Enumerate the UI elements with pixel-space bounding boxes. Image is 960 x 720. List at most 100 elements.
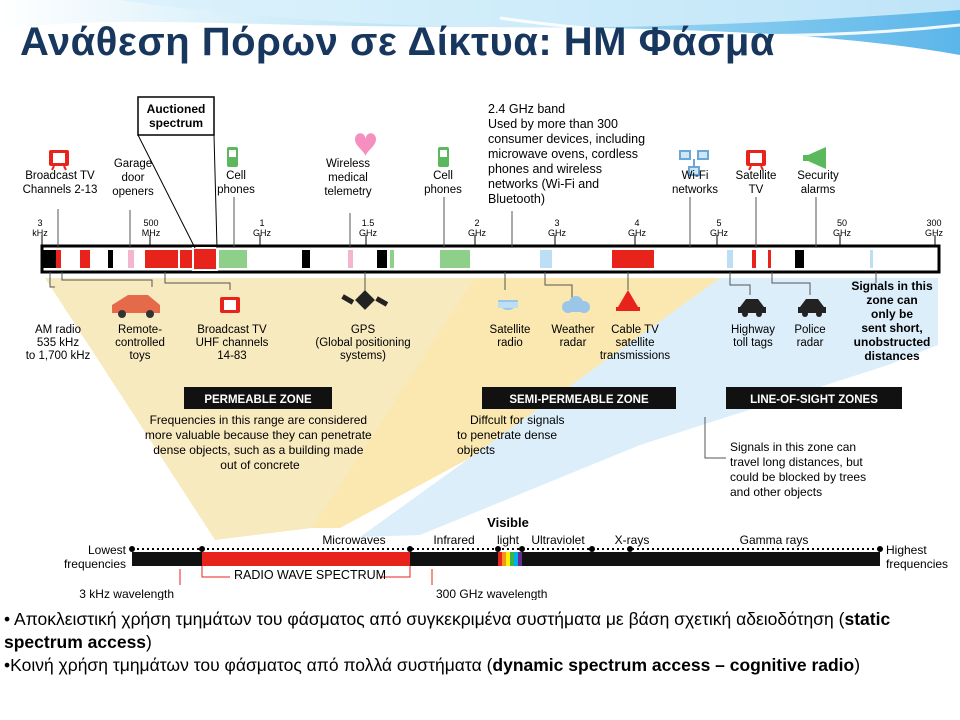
gamma-rays-label: Gamma rays xyxy=(740,533,809,547)
tick-50ghz-value: 50 xyxy=(837,218,847,228)
tick-1ghz-unit: GHz xyxy=(253,228,272,238)
bullet-1-suffix: ) xyxy=(146,632,152,652)
xrays-label: X-rays xyxy=(615,533,650,547)
phone-icon xyxy=(438,147,449,167)
wavelength-300ghz-label: 300 GHz wavelength xyxy=(436,587,547,600)
tv-icon xyxy=(746,150,766,171)
header-swoosh-decoration xyxy=(0,0,960,55)
bullet-list: • Αποκλειστική χρήση τμημάτων του φάσματ… xyxy=(4,608,954,677)
tick-4ghz-value: 4 xyxy=(634,218,639,228)
infrared-label: Infrared xyxy=(433,533,474,547)
band-2-4ghz-callout: 2.4 GHz band Used by more than 300 consu… xyxy=(488,102,649,206)
spectrum-diagram: 3 kHz 500 MHz 1 GHz 1.5 GHz 2 GHz 3 GHz … xyxy=(23,96,948,601)
semi-permeable-zone-title: SEMI-PERMEABLE ZONE xyxy=(509,394,649,406)
tick-5ghz-value: 5 xyxy=(716,218,721,228)
frequency-band xyxy=(40,244,941,274)
tick-500mhz-unit: MHz xyxy=(142,228,161,238)
bullet-2-text: •Κοινή χρήση τμημάτων του φάσματος από π… xyxy=(4,655,493,675)
tv-icon xyxy=(220,297,240,313)
tick-300ghz-value: 300 xyxy=(926,218,941,228)
bullet-item-dynamic-access: •Κοινή χρήση τμημάτων του φάσματος από π… xyxy=(4,654,954,677)
tick-3ghz-value: 3 xyxy=(554,218,559,228)
los-connector xyxy=(704,417,726,459)
tick-2ghz-unit: GHz xyxy=(468,228,487,238)
top-connectors xyxy=(57,197,817,248)
light-label: light xyxy=(497,533,520,547)
permeable-zone-text: Frequencies in this range are considered… xyxy=(145,413,375,472)
heart-icon xyxy=(355,133,376,157)
tick-300ghz-unit: GHz xyxy=(925,228,944,238)
los-zone-text: Signals in this zone can travel long dis… xyxy=(730,440,869,499)
los-zone-badge: LINE-OF-SIGHT ZONES xyxy=(726,387,902,409)
tick-500mhz-value: 500 xyxy=(143,218,158,228)
permeable-zone-badge: PERMEABLE ZONE xyxy=(184,387,332,409)
bullet-1-text: • Αποκλειστική χρήση τμημάτων του φάσματ… xyxy=(4,609,845,629)
visible-light-rainbow xyxy=(498,552,522,566)
tick-50ghz-unit: GHz xyxy=(833,228,852,238)
tick-1-5ghz-value: 1.5 xyxy=(362,218,375,228)
bullet-2-suffix: ) xyxy=(854,655,861,675)
semi-permeable-zone-text: Diffcult for signals to penetrate dense … xyxy=(457,413,568,457)
car-icon xyxy=(112,295,160,318)
phone-icon xyxy=(227,147,238,167)
bullet-1-bold: static spectrum access xyxy=(4,609,891,652)
tick-3ghz-unit: GHz xyxy=(548,228,567,238)
tick-3khz-value: 3 xyxy=(37,218,42,228)
em-spectrum-bar xyxy=(129,546,883,585)
permeable-zone-title: PERMEABLE ZONE xyxy=(204,394,312,406)
satellite-icon xyxy=(341,290,389,310)
tick-1-5ghz-unit: GHz xyxy=(359,228,378,238)
los-zone-title: LINE-OF-SIGHT ZONES xyxy=(750,394,878,406)
microwaves-label: Microwaves xyxy=(322,533,385,547)
radio-wave-spectrum-label: RADIO WAVE SPECTRUM xyxy=(234,568,386,582)
dish-icon xyxy=(498,300,518,310)
wavelength-3khz-label: 3 kHz wavelength xyxy=(79,587,174,600)
semi-permeable-zone-badge: SEMI-PERMEABLE ZONE xyxy=(482,387,676,409)
frequency-ticks: 3 kHz 500 MHz 1 GHz 1.5 GHz 2 GHz 3 GHz … xyxy=(32,218,944,245)
tick-3khz-unit: kHz xyxy=(32,228,48,238)
tick-1ghz-value: 1 xyxy=(259,218,264,228)
visible-label: Visible xyxy=(487,515,529,530)
tv-icon xyxy=(49,150,69,171)
tick-2ghz-value: 2 xyxy=(474,218,479,228)
ultraviolet-label: Ultraviolet xyxy=(531,533,585,547)
car-icon xyxy=(738,299,766,317)
em-spectrum-figure: 3 kHz 500 MHz 1 GHz 1.5 GHz 2 GHz 3 GHz … xyxy=(20,85,960,601)
bottom-connectors xyxy=(49,272,877,307)
wifi-icon xyxy=(679,150,709,176)
cloud-icon xyxy=(562,296,590,313)
helicopter-icon xyxy=(616,290,640,311)
megaphone-icon xyxy=(803,147,826,169)
bullet-2-bold: dynamic spectrum access – cognitive radi… xyxy=(492,655,855,675)
bullet-item-static-access: • Αποκλειστική χρήση τμημάτων του φάσματ… xyxy=(4,608,954,654)
slide-title: Ανάθεση Πόρων σε Δίκτυα: ΗΜ Φάσμα xyxy=(20,20,775,64)
tick-4ghz-unit: GHz xyxy=(628,228,647,238)
car-icon xyxy=(798,299,826,317)
tick-5ghz-unit: GHz xyxy=(710,228,729,238)
